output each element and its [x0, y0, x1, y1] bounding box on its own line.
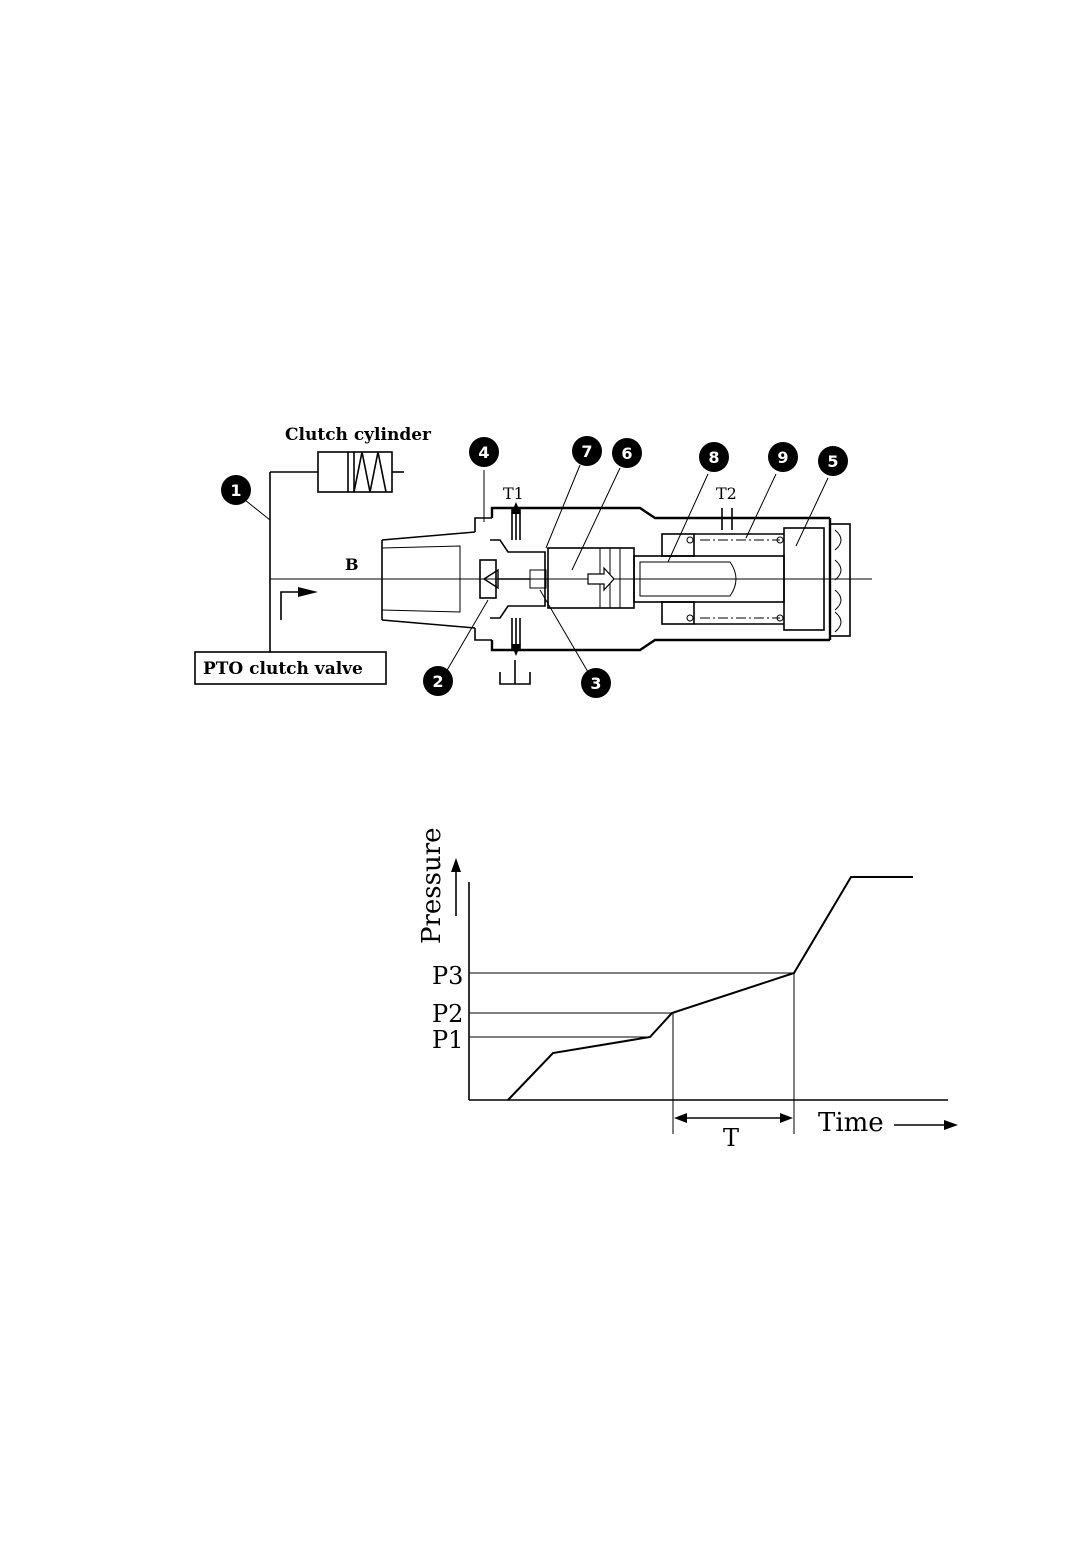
callout-5: 5 [818, 446, 848, 476]
flow-direction-arrow [281, 587, 318, 620]
clutch-cylinder-symbol [270, 452, 404, 652]
t-interval-dimension [674, 1113, 793, 1123]
callout-7: 7 [572, 436, 602, 466]
callout-1: 1 [221, 475, 251, 505]
x-axis-label: Time [818, 1108, 884, 1138]
piston [548, 548, 634, 608]
port-b-label: B [345, 555, 359, 574]
callout-8: 8 [699, 442, 729, 472]
callout-2-number: 2 [432, 672, 443, 691]
callout-8-number: 8 [708, 448, 719, 467]
callout-2: 2 [423, 666, 453, 696]
port-t1-label: T1 [503, 484, 524, 503]
pto-clutch-valve-label: PTO clutch valve [203, 659, 363, 679]
callout-3-number: 3 [590, 674, 601, 693]
callout-7-number: 7 [581, 442, 592, 461]
x-axis-arrow [894, 1120, 958, 1130]
y-axis-label: Pressure [417, 827, 447, 944]
callout-4-number: 4 [478, 443, 489, 462]
callout-1-number: 1 [230, 481, 241, 500]
y-axis-arrow [451, 858, 461, 916]
tick-label-p2: P2 [432, 1000, 463, 1028]
valve-diagram: Clutch cylinder PTO clutch valve B [195, 425, 872, 698]
callout-9: 9 [768, 442, 798, 472]
pressure-curve [508, 877, 913, 1100]
callout-4: 4 [469, 437, 499, 467]
port-t2-label: T2 [716, 484, 737, 503]
t-interval-label: T [723, 1124, 739, 1152]
callout-3: 3 [581, 668, 611, 698]
callout-9-number: 9 [777, 448, 788, 467]
callout-5-number: 5 [827, 452, 838, 471]
tick-label-p1: P1 [432, 1026, 463, 1054]
tick-label-p3: P3 [432, 962, 463, 990]
clutch-cylinder-label: Clutch cylinder [285, 425, 432, 445]
tank-symbol [500, 660, 530, 684]
callout-6: 6 [612, 438, 642, 468]
pressure-time-chart: Pressure Time P3 P2 P1 T [417, 827, 958, 1152]
callout-6-number: 6 [621, 444, 632, 463]
